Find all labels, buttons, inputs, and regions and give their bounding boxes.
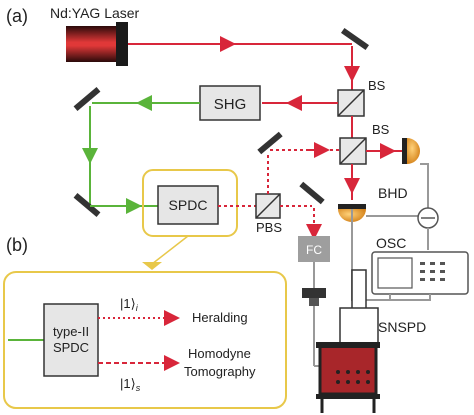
mirror-top-right <box>340 27 370 51</box>
mirror-mid <box>257 131 283 155</box>
spdc-box <box>157 185 219 225</box>
beam-splitter-1 <box>337 89 365 117</box>
spdc-highlight <box>142 169 238 237</box>
subtractor-icon <box>417 207 439 229</box>
laser-label: Nd:YAG Laser <box>50 5 140 21</box>
bhd-label: BHD <box>378 185 408 201</box>
panel-label-b: (b) <box>6 235 28 255</box>
detector-right-icon <box>402 138 420 164</box>
mirror-left-bottom <box>73 193 101 217</box>
panel-label-a: (a) <box>6 6 28 26</box>
inset-box-line1: type-II <box>53 324 89 339</box>
mirror-left-top <box>73 87 101 111</box>
pbs-label: PBS <box>256 220 282 235</box>
beam-splitter-2 <box>339 137 367 165</box>
shg-box <box>199 85 261 121</box>
inset-box-line2: SPDC <box>53 340 89 355</box>
oscilloscope-icon <box>371 251 469 295</box>
mirror-fc <box>299 181 325 205</box>
osc-label: OSC <box>376 235 406 251</box>
wire-osc-snspd <box>389 294 431 301</box>
inset-box <box>3 271 287 409</box>
snspd-label: SNSPD <box>378 319 426 335</box>
shg-label: SHG <box>214 96 247 113</box>
inset-heralding: Heralding <box>192 310 248 325</box>
laser-icon <box>66 22 128 66</box>
bs2-label: BS <box>372 122 390 137</box>
fc-label: FC <box>306 243 322 257</box>
inset-homodyne-1: Homodyne <box>188 346 251 361</box>
inset-spdc-box <box>43 303 99 377</box>
callout-arrow <box>142 262 162 270</box>
fc-box <box>298 236 330 262</box>
snspd-cryostat-icon <box>316 269 380 413</box>
callout-line <box>151 235 189 265</box>
wire-right-det <box>420 163 429 218</box>
inset-signal-state: |1⟩s <box>120 376 141 393</box>
inset-homodyne-2: Tomography <box>184 364 256 379</box>
inset-idler-state: |1⟩i <box>120 296 139 313</box>
fiber-connector-icon <box>302 288 326 306</box>
spdc-label: SPDC <box>169 197 208 213</box>
pbs <box>255 193 281 219</box>
bs1-label: BS <box>368 78 386 93</box>
